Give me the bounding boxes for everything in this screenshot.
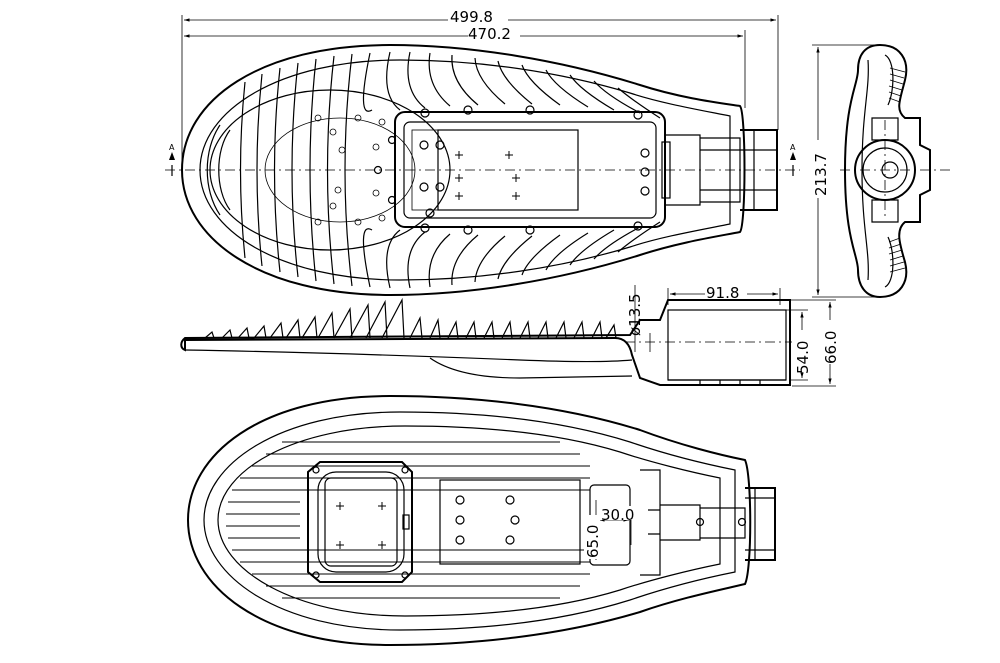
- dim-label-mount-height: 54.0: [794, 341, 812, 374]
- svg-text:A: A: [169, 143, 175, 152]
- end-view-outline: [843, 43, 931, 299]
- bottom-view: 30.0 65.0: [186, 394, 776, 647]
- dim-overall-length: 499.8: [181, 8, 779, 165]
- dim-total-height: 66.0: [790, 299, 840, 387]
- side-view-fins: [204, 297, 617, 339]
- top-view-module-frame: [394, 111, 666, 228]
- side-view-body-outline: [180, 299, 791, 386]
- end-view: 213.7: [806, 43, 950, 299]
- dim-label-slot-width: 30.0: [601, 506, 634, 524]
- dim-pole-diameter: ø13.5: [626, 285, 651, 352]
- dim-label-overall-length: 499.8: [450, 8, 493, 26]
- top-view-front-lip: [218, 129, 231, 211]
- dim-mount-height: 54.0: [786, 309, 812, 381]
- side-view-mount: [667, 309, 787, 381]
- top-view-plus-marks: [455, 151, 520, 200]
- section-mark-right: A: [790, 143, 796, 176]
- side-view-underside: [429, 357, 633, 379]
- top-view: A A 499.8 470.2: [165, 8, 800, 297]
- top-view-bolts: [373, 105, 650, 235]
- dim-label-total-height: 66.0: [822, 331, 840, 364]
- dim-label-mount-length: 91.8: [706, 284, 739, 302]
- svg-text:A: A: [790, 143, 796, 152]
- dim-label-pole-diameter: ø13.5: [626, 293, 644, 336]
- end-view-fins: [888, 67, 906, 273]
- dim-width: 213.7: [806, 44, 880, 298]
- bottom-view-led-module-housing: [307, 461, 413, 583]
- section-mark-left: A: [169, 143, 175, 176]
- dim-slot-width: 30.0: [596, 506, 634, 545]
- side-view: 91.8 ø13.5 54.0 66.0: [180, 284, 840, 387]
- dim-label-body-length: 470.2: [468, 25, 511, 43]
- dim-slot-height: 65.0: [584, 500, 602, 560]
- dim-label-slot-height: 65.0: [584, 525, 602, 558]
- dim-label-width: 213.7: [812, 153, 830, 196]
- bottom-view-pole-mount: [648, 487, 776, 561]
- bottom-view-body-outline: [186, 394, 752, 647]
- top-view-body-outline: [180, 43, 746, 297]
- top-view-vent-holes: [314, 114, 386, 226]
- bottom-view-holes: [455, 495, 520, 545]
- dim-body-length: 470.2: [184, 25, 746, 108]
- bottom-view-driver-cover: [439, 479, 581, 565]
- bottom-view-module-plus: [336, 502, 386, 549]
- dim-mount-length: 91.8: [667, 284, 781, 305]
